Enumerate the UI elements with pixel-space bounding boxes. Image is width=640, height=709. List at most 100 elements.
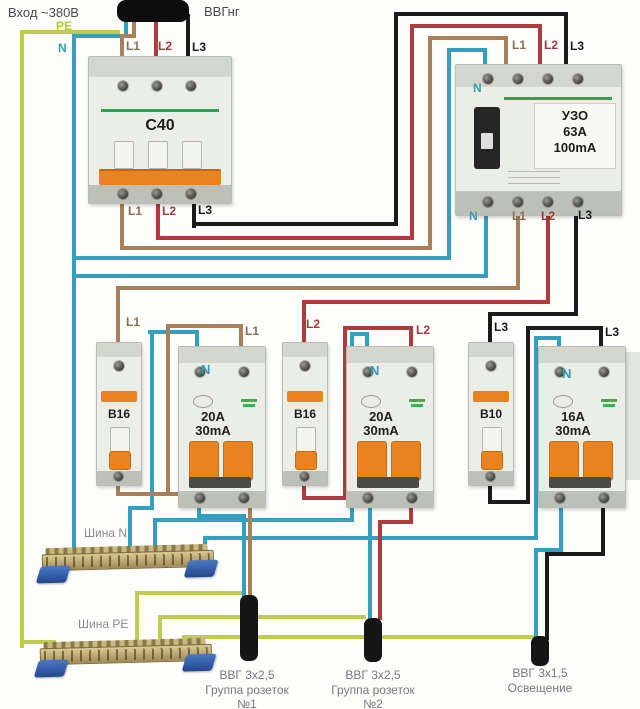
- toggle-tip-orange: [481, 451, 503, 470]
- wire-l2: [302, 478, 306, 500]
- wire-l3: [599, 326, 603, 356]
- label-l2: L2: [162, 204, 177, 218]
- label-380: Вход ~380В: [8, 5, 79, 20]
- cable-type: ВВГ 3х2,5: [345, 668, 401, 682]
- cable-type: ВВГ 3х1,5: [512, 666, 568, 680]
- bus-foot: [33, 659, 69, 678]
- wire-l2: [409, 504, 413, 524]
- wire-n: [124, 20, 128, 38]
- breaker-rating: C40: [145, 117, 175, 134]
- wire-n: [72, 34, 130, 38]
- wire-l3: [394, 12, 568, 16]
- wire-n: [447, 48, 487, 52]
- label-band-orange: [101, 391, 137, 402]
- terminal-cap-top: [347, 347, 433, 363]
- wire-l1: [116, 480, 120, 496]
- screw: [599, 367, 609, 377]
- wire-l3: [192, 200, 196, 228]
- wire-l1: [504, 36, 508, 68]
- wire-l2: [156, 236, 414, 240]
- screw: [555, 367, 565, 377]
- terminal-cap-top: [89, 57, 231, 77]
- cable-stub-sockets-2: [364, 618, 382, 662]
- wire-n: [128, 506, 154, 510]
- rcd-line1: УЗО: [561, 108, 589, 123]
- label-l3: L3: [605, 325, 620, 339]
- wire-n: [150, 330, 154, 510]
- toggle-lever-orange: [357, 441, 387, 481]
- breaker-rating: B16: [107, 407, 130, 421]
- wire-n: [484, 206, 488, 278]
- wire-l1: [428, 36, 432, 250]
- wire-n: [368, 504, 372, 620]
- toggle-base: [549, 477, 611, 488]
- screw: [114, 361, 124, 371]
- wire-pe: [158, 615, 162, 649]
- partial-module-shadow: [624, 352, 640, 480]
- wire-l2: [156, 200, 160, 240]
- brand-stripe: [101, 109, 219, 112]
- screw: [118, 189, 128, 199]
- rcbo-16a-l3: 16A 30mA: [538, 346, 626, 508]
- brand-mark: [603, 404, 615, 407]
- wire-pe: [158, 615, 366, 619]
- toggle-lever-orange: [391, 441, 421, 481]
- wire-l2: [538, 24, 542, 68]
- wire-l2: [343, 326, 347, 500]
- wire-n: [447, 48, 451, 260]
- toggle-lever: [114, 141, 134, 169]
- toggle-window: [481, 133, 493, 149]
- screw: [483, 74, 493, 84]
- screw: [195, 367, 205, 377]
- toggle-lever-orange: [189, 441, 219, 481]
- wire-l2: [409, 326, 413, 354]
- label-l1: L1: [126, 315, 141, 329]
- toggle-tip-orange: [109, 451, 131, 470]
- wire-n: [203, 536, 538, 540]
- screw: [573, 74, 583, 84]
- screw: [363, 493, 373, 503]
- wire-l3: [601, 504, 605, 556]
- rcd-line2: 63А: [563, 124, 587, 139]
- cable-number: №2: [363, 697, 383, 709]
- wire-n: [559, 504, 563, 552]
- wire-l3: [488, 482, 492, 504]
- screw: [114, 472, 123, 481]
- label-n: N: [562, 366, 572, 381]
- label-n: N: [201, 362, 211, 377]
- wire-n: [148, 330, 199, 334]
- breaker-rating: B16: [293, 407, 316, 421]
- screw: [186, 81, 196, 91]
- brand-mark: [243, 404, 255, 407]
- label-pe: Шина PE: [78, 617, 129, 631]
- cable-purpose: Группа розеток: [331, 682, 415, 697]
- label-n: N: [469, 209, 478, 223]
- toggle-base: [189, 477, 251, 488]
- terminal-cap-bottom: [179, 491, 265, 507]
- cable-type: ВВГ 3х2,5: [219, 668, 275, 682]
- toggle-lever: [148, 141, 168, 169]
- label-n: N: [58, 41, 67, 55]
- rcd-uzo-63a: УЗО 63А 100mA: [455, 64, 622, 216]
- screw: [483, 197, 493, 207]
- rcd-label-panel: УЗО 63А 100mA: [534, 103, 616, 169]
- wire-l1: [120, 34, 124, 62]
- screw: [543, 197, 553, 207]
- label-n: N: [370, 363, 380, 378]
- label-band-orange: [473, 391, 509, 402]
- wire-l1: [166, 324, 170, 496]
- rcbo-rating: 16A: [561, 409, 585, 424]
- wire-l1: [120, 200, 124, 250]
- wire-n: [483, 48, 487, 68]
- test-button: [193, 395, 213, 408]
- cable-stub-sockets-1: [240, 595, 258, 661]
- screw: [300, 361, 310, 371]
- toggle-lever-orange: [549, 441, 579, 481]
- screw: [239, 367, 249, 377]
- screw: [363, 367, 373, 377]
- wire-pe: [182, 635, 536, 639]
- wire-l2: [410, 24, 414, 240]
- wire-n: [153, 518, 157, 556]
- label-pe: PE: [56, 19, 73, 33]
- screw: [195, 493, 205, 503]
